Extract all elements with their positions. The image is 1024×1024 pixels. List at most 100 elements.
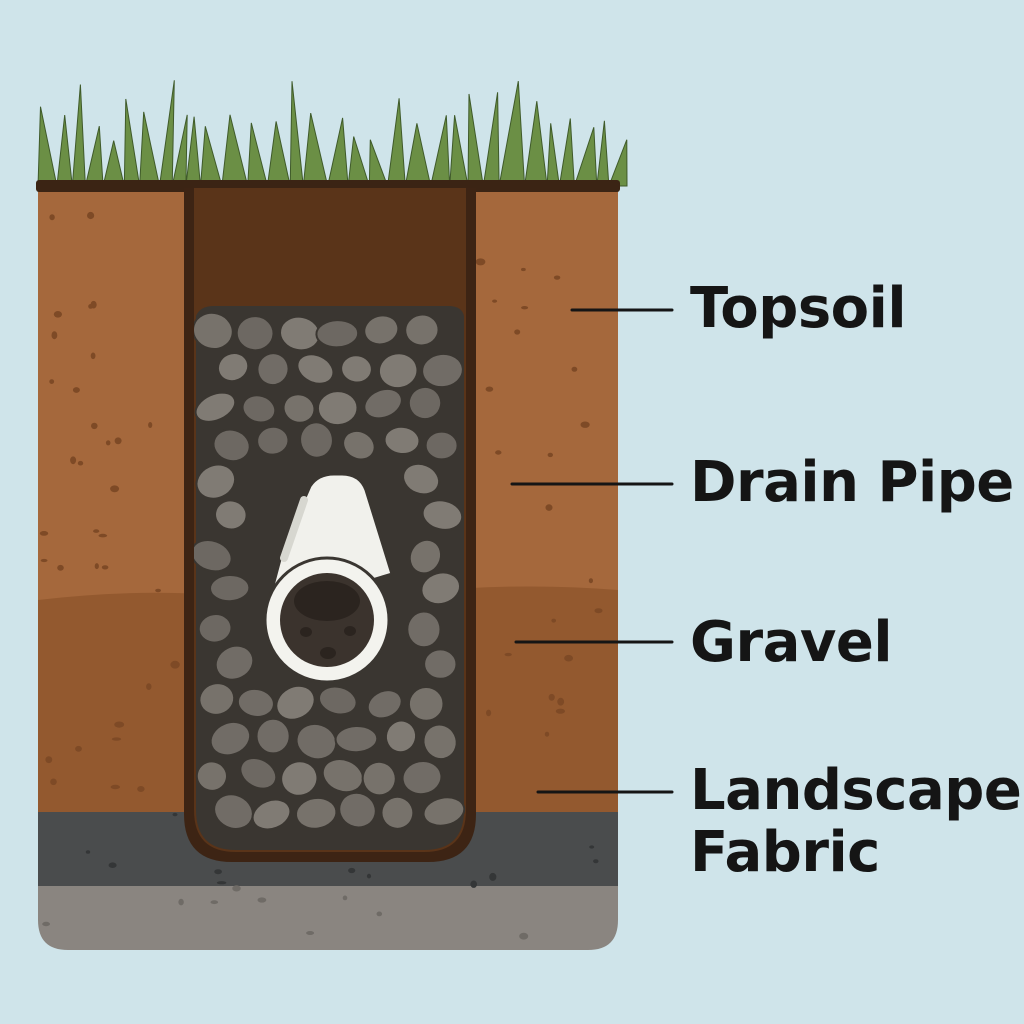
gravel-stone xyxy=(377,352,419,390)
gravel-stone xyxy=(256,352,290,387)
gravel-stone xyxy=(422,796,466,827)
gravel-stone xyxy=(363,387,403,420)
gravel-stone xyxy=(241,394,277,424)
gravel-stone xyxy=(421,352,464,389)
label-drain-pipe: Drain Pipe xyxy=(690,450,1014,515)
soil-speckle xyxy=(110,784,121,790)
gravel-stone xyxy=(342,429,376,461)
soil-speckle xyxy=(85,850,91,854)
soil-speckle xyxy=(521,267,526,272)
soil-speckle xyxy=(564,654,573,662)
gravel-stone xyxy=(236,687,275,718)
soil-speckle xyxy=(504,652,512,657)
soil-speckle xyxy=(216,881,227,885)
gravel-stone xyxy=(295,722,338,761)
soil-speckle xyxy=(475,258,486,266)
soil-speckle xyxy=(87,211,95,220)
gravel-stone xyxy=(209,720,252,757)
soil-speckles xyxy=(39,211,603,940)
gravel-stone xyxy=(195,463,237,500)
gravel-stone xyxy=(296,353,335,385)
gravel-stone xyxy=(361,760,397,797)
gravel-stone xyxy=(334,724,379,754)
soil-speckle xyxy=(257,897,267,903)
gravel-stone xyxy=(408,538,443,575)
gravel-stones xyxy=(194,311,466,831)
soil-speckle xyxy=(588,578,594,584)
soil-speckle xyxy=(366,873,372,879)
soil-speckle xyxy=(90,352,96,360)
soil-speckle xyxy=(376,911,383,917)
gravel-stone xyxy=(366,689,403,720)
gravel-stone xyxy=(212,428,251,463)
soil-speckle xyxy=(53,311,63,318)
gravel-stone xyxy=(214,644,255,681)
gravel-stone xyxy=(299,421,334,459)
soil-speckle xyxy=(342,895,348,901)
soil-speckle xyxy=(39,531,49,536)
gravel-stone xyxy=(317,685,358,716)
gravel-stone xyxy=(194,391,237,423)
gravel-stone xyxy=(282,393,316,424)
soil-speckle xyxy=(214,869,222,875)
gravel-stone xyxy=(315,319,360,349)
gravel-stone xyxy=(213,793,254,830)
gravel-stone xyxy=(401,760,443,796)
gravel-stone xyxy=(384,719,418,754)
soil-speckle xyxy=(489,872,497,881)
soil-speckle xyxy=(75,745,82,752)
gravel-stone xyxy=(198,682,236,716)
gravel-stone xyxy=(197,613,233,644)
soil-speckle xyxy=(557,697,565,706)
gravel-stone xyxy=(239,756,278,790)
soil-speckle xyxy=(98,533,108,538)
gravel-stone xyxy=(421,499,464,531)
soil-speckle xyxy=(40,558,48,563)
gravel-stone xyxy=(194,311,234,350)
soil-speckle xyxy=(49,379,55,384)
gravel-stone xyxy=(209,573,251,603)
drain-pipe xyxy=(263,472,394,684)
soil-speckle xyxy=(470,880,478,888)
soil-speckle xyxy=(94,563,99,570)
soil-speckle xyxy=(155,588,162,593)
gravel-stone xyxy=(216,352,250,383)
soil-speckle xyxy=(114,437,122,445)
soil-speckle xyxy=(485,386,494,392)
gravel-stone xyxy=(195,760,228,792)
soil-speckle xyxy=(553,275,561,280)
gravel-stone xyxy=(383,425,421,456)
soil-speckle xyxy=(580,421,590,428)
soil-speckle xyxy=(232,885,241,892)
soil-speckle xyxy=(93,529,100,533)
soil-speckle xyxy=(551,618,556,623)
soil-speckle xyxy=(110,485,120,493)
gravel-stone xyxy=(406,610,442,649)
soil-speckle xyxy=(91,422,98,430)
subsoil-layer xyxy=(38,886,618,950)
soil-speckle xyxy=(49,214,55,221)
soil-speckle xyxy=(548,693,555,701)
soil-speckle xyxy=(146,683,152,690)
soil-speckle xyxy=(57,564,64,571)
gravel-stone xyxy=(338,791,377,829)
soil-speckle xyxy=(210,900,219,905)
label-landscape-fabric-line1: Landscape xyxy=(690,758,1022,823)
leader-lines xyxy=(510,308,674,794)
soil-speckle xyxy=(45,756,53,764)
soil-speckle xyxy=(571,366,578,372)
soil-speckle xyxy=(544,731,550,737)
soil-speckle xyxy=(547,452,553,458)
soil-speckle xyxy=(114,721,125,728)
soil-speckle xyxy=(51,331,58,340)
label-gravel: Gravel xyxy=(690,610,893,675)
soil-speckle xyxy=(170,660,180,669)
soil-speckle xyxy=(111,737,122,741)
soil-speckle xyxy=(306,931,315,935)
soil-speckle xyxy=(88,304,93,309)
label-landscape-fabric: Landscape Fabric xyxy=(690,758,1022,884)
soil-speckle xyxy=(172,812,178,817)
gravel-stone xyxy=(275,684,316,721)
soil-speckle xyxy=(50,778,57,786)
